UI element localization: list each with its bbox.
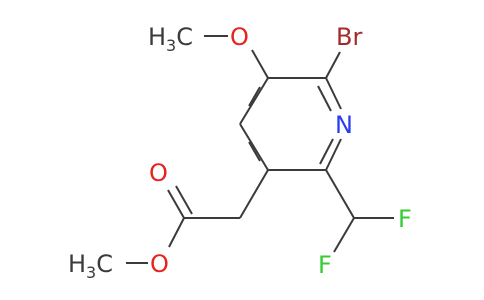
atom-nitrogen: N xyxy=(335,111,353,139)
bond-c5-c4 xyxy=(239,123,269,171)
atom-fluorine-top: F xyxy=(398,205,412,233)
atom-methoxy-ch3: H3C xyxy=(148,23,193,55)
atom-fluorine-bottom: F xyxy=(318,251,332,279)
atom-ester-o: O xyxy=(150,250,169,278)
ester-ch3-c: C xyxy=(96,250,113,278)
bond-cco-oester xyxy=(168,217,185,248)
bond-c4-c3 xyxy=(239,77,269,125)
bond-cco-o-double-b xyxy=(175,185,193,215)
bond-c6-cf2 xyxy=(325,169,355,219)
atom-labels: H3C O Br N F F O O H3C xyxy=(68,23,412,282)
bond-n-c6 xyxy=(325,138,342,171)
ester-ch3-subscript: 3 xyxy=(86,263,96,282)
bonds xyxy=(126,35,394,264)
bond-c5-ch2 xyxy=(239,169,269,219)
methoxy-ch3-subscript: 3 xyxy=(166,36,176,55)
bond-c2-br xyxy=(325,51,341,79)
atom-carbonyl-o: O xyxy=(149,159,168,187)
methoxy-ch3-h: H xyxy=(148,23,166,51)
bond-c3-o xyxy=(251,49,269,79)
atom-bromine: Br xyxy=(336,23,362,51)
ester-ch3-h: H xyxy=(68,250,86,278)
atom-methoxy-o: O xyxy=(230,23,249,51)
atom-ester-ch3: H3C xyxy=(68,250,113,282)
bond-c5-c4-inner xyxy=(248,141,261,162)
methoxy-ch3-c: C xyxy=(176,23,193,51)
bond-c2-n xyxy=(325,77,342,110)
bond-n-c6-inner xyxy=(319,138,334,165)
bond-c2-n-inner xyxy=(317,85,332,112)
bond-c4-c3-inner xyxy=(248,86,261,107)
bond-cco-o-double-a xyxy=(167,189,185,219)
bond-cf2-f-bottom xyxy=(333,217,355,253)
